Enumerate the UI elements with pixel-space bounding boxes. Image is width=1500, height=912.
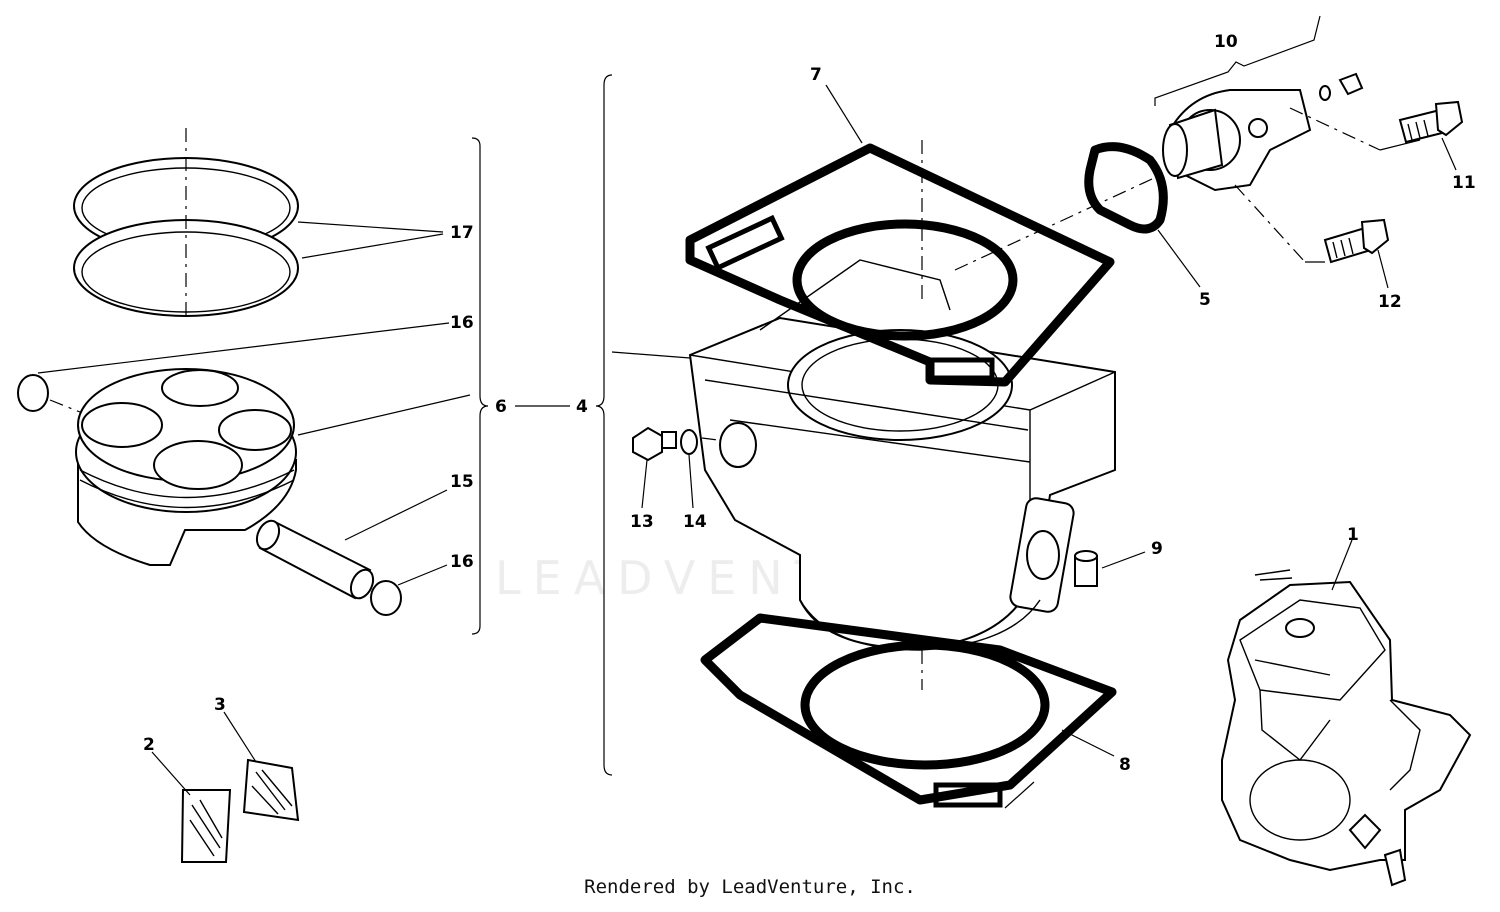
callout-3: 3 [214,695,226,715]
cylinder-base-gasket [700,613,1117,808]
callout-10: 10 [1214,32,1238,52]
plug-screw [632,426,677,462]
callout-13: 13 [630,512,654,532]
callout-8: 8 [1119,755,1131,775]
circlip-right [370,580,402,616]
callout-1: 1 [1347,525,1359,545]
group-brace-10 [1154,15,1321,106]
footer-credit: Rendered by LeadVenture, Inc. [584,876,916,898]
callout-2: 2 [143,735,155,755]
engine-assembly [1221,569,1472,887]
chain-tensioner [1162,72,1364,192]
group-brace-6 [471,137,489,635]
cylinder-head-gasket [685,143,1115,387]
circlip-left [17,374,49,412]
tensioner-gasket [1084,142,1168,234]
callout-7: 7 [810,65,822,85]
callout-16-bottom: 16 [450,552,474,572]
piston-pin [255,519,375,600]
callout-11: 11 [1452,173,1476,193]
callout-4: 4 [576,397,588,417]
leader-lines [37,84,1457,809]
callout-17: 17 [450,223,474,243]
callout-14: 14 [683,512,707,532]
bolt-12 [1323,218,1390,264]
piston [75,368,297,566]
callout-16-top: 16 [450,313,474,333]
callout-9: 9 [1151,539,1163,559]
dowel-pin [1074,550,1098,587]
callout-5: 5 [1199,290,1211,310]
group-brace-4 [595,74,613,776]
callout-labels: 1 2 3 4 5 6 7 8 9 10 11 12 13 14 15 16 1… [143,32,1476,775]
callout-12: 12 [1378,292,1402,312]
callout-15: 15 [450,472,474,492]
bearing-shell-2 [180,789,232,863]
bearing-shell-3 [242,758,300,822]
callout-6: 6 [495,397,507,417]
center-lines [49,107,1381,690]
piston-rings [73,128,299,318]
sealing-washer [680,429,698,455]
bolt-11 [1398,100,1464,144]
